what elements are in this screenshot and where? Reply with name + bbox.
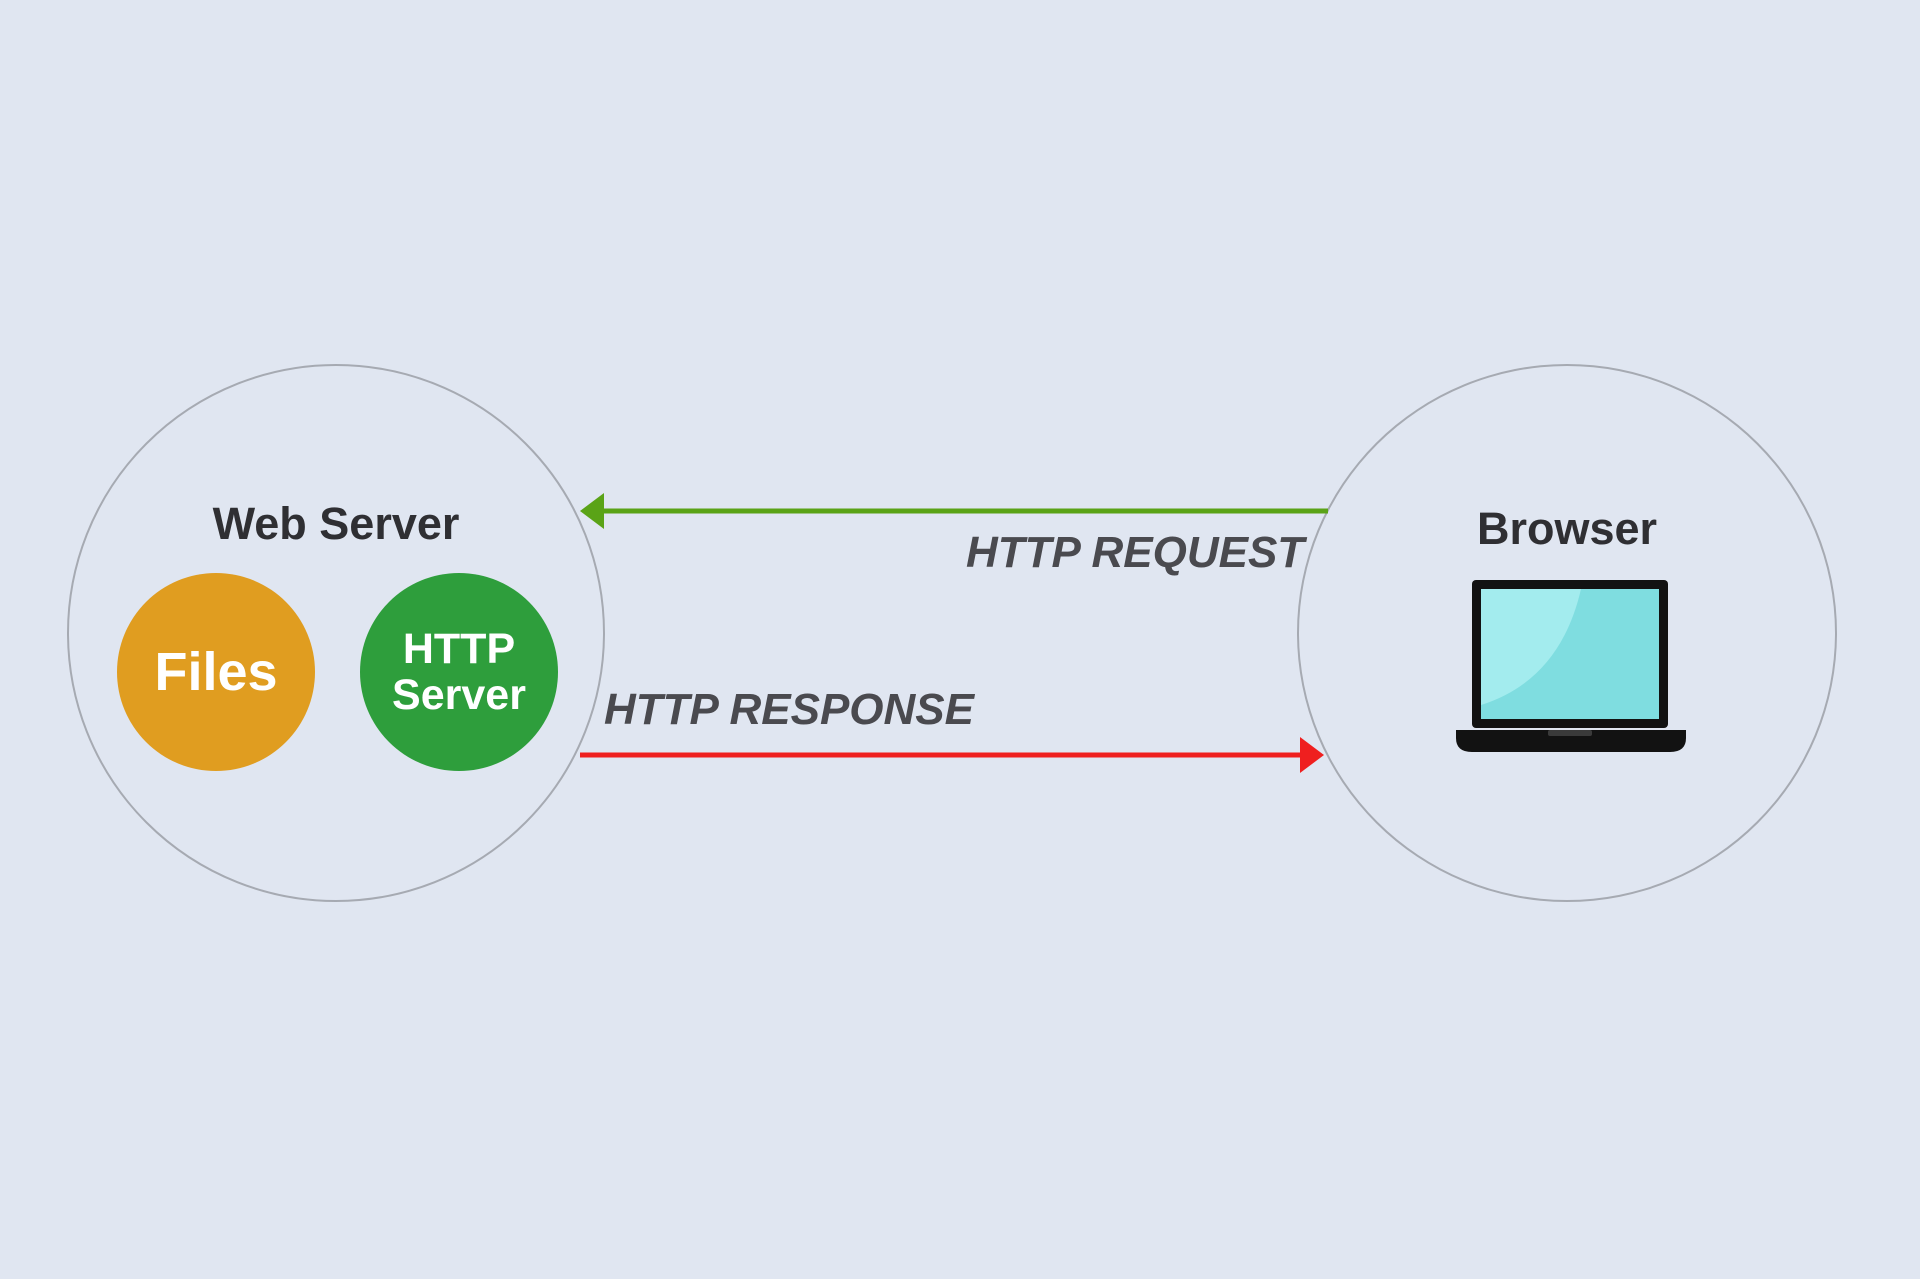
http-server-component: HTTP Server bbox=[360, 573, 558, 771]
http-response-arrow bbox=[580, 737, 1324, 773]
files-component: Files bbox=[117, 573, 315, 771]
files-label: Files bbox=[154, 642, 278, 702]
browser-node bbox=[1297, 364, 1837, 902]
http-request-arrow bbox=[580, 493, 1328, 529]
http-response-label: HTTP RESPONSE bbox=[604, 685, 974, 734]
web-server-node bbox=[67, 364, 605, 902]
browser-title: Browser bbox=[1476, 503, 1658, 554]
http-request-label: HTTP REQUEST bbox=[966, 528, 1305, 577]
http-server-label-line1: HTTP bbox=[402, 625, 516, 673]
http-server-label-line2: Server bbox=[392, 671, 526, 719]
web-server-title: Web Server bbox=[212, 498, 460, 549]
laptop-icon bbox=[1456, 580, 1686, 752]
